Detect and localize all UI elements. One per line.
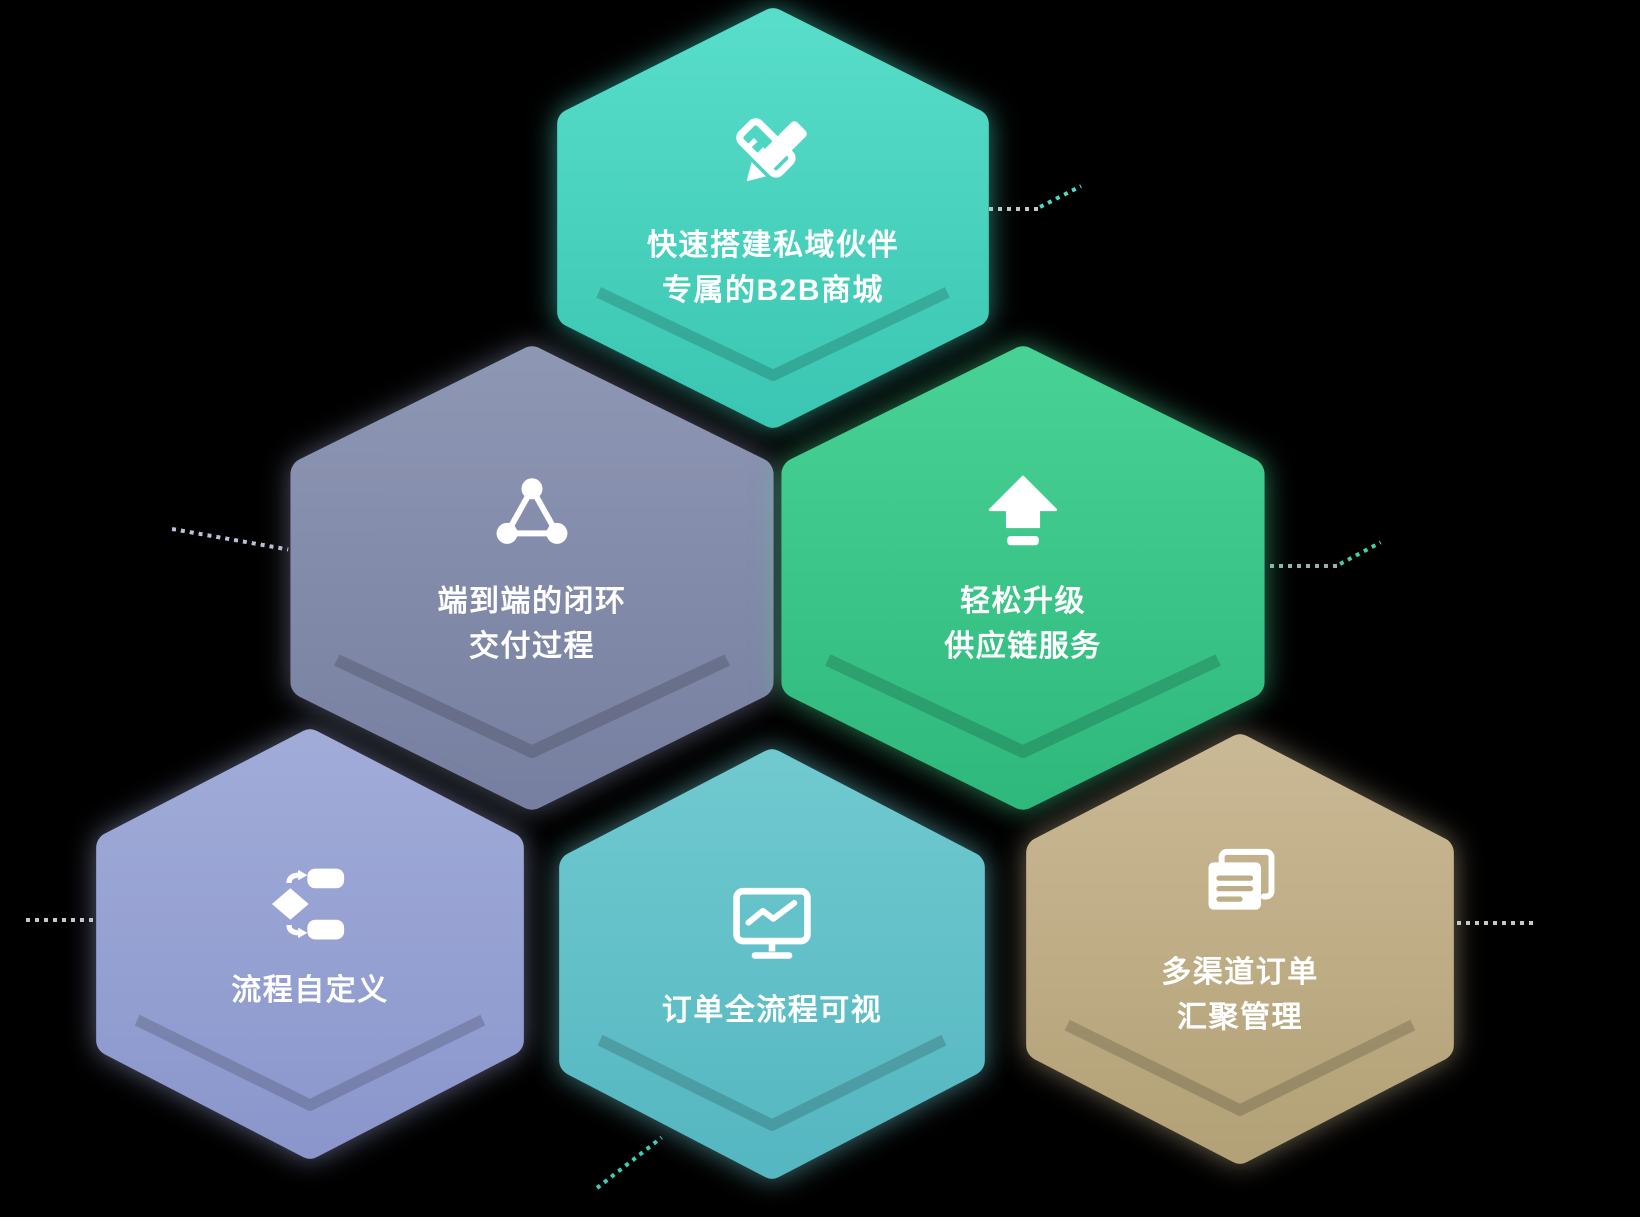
hexagon-supply-chain-upgrade: 轻松升级 供应链服务 (779, 344, 1267, 812)
hexagon-shape (559, 749, 985, 1179)
label-line: 快速搭建私域伙伴 (647, 229, 899, 262)
label-line: 汇聚管理 (1177, 1001, 1303, 1034)
share-network-icon (496, 478, 568, 544)
monitor-chart-icon (733, 887, 811, 959)
label-line: 交付过程 (469, 630, 595, 663)
hexagon-shape (1026, 734, 1454, 1164)
connector-top-right-line (962, 207, 1042, 211)
hexagon-process-customization: 流程自定义 (94, 727, 526, 1161)
hexagon-label: 端到端的闭环 交付过程 (438, 579, 627, 669)
label-line: 多渠道订单 (1161, 956, 1319, 989)
label-line: 流程自定义 (231, 973, 389, 1007)
hexagon-multi-channel-orders: 多渠道订单 汇聚管理 (1024, 732, 1456, 1166)
hexagon-label: 订单全流程可视 (662, 988, 883, 1033)
hexagon-b2b-mall: 快速搭建私域伙伴 专属的B2B商城 (555, 6, 991, 430)
hexagon-end-to-end-delivery: 端到端的闭环 交付过程 (288, 344, 776, 812)
label-line: 端到端的闭环 (437, 585, 627, 618)
hexagon-shape (96, 729, 524, 1159)
upgrade-arrow-icon (988, 475, 1058, 546)
flowchart-icon (271, 868, 345, 939)
label-line: 专属的B2B商城 (661, 274, 884, 307)
hexagon-shape (290, 346, 774, 810)
label-line: 轻松升级 (960, 585, 1086, 618)
label-line: 供应链服务 (944, 630, 1102, 663)
hexagon-label: 快速搭建私域伙伴 专属的B2B商城 (647, 223, 899, 313)
hexagon-order-visibility: 订单全流程可视 (557, 747, 987, 1181)
hexagon-shape (781, 346, 1265, 810)
hexagon-shape (557, 8, 989, 428)
connector-top-right-diagonal (1039, 184, 1082, 209)
connector-mid-right-line (1270, 564, 1342, 568)
pen-ruler-icon (736, 118, 807, 182)
connector-bottom-right-line (1457, 921, 1533, 925)
connector-bottom-left-line (26, 918, 96, 922)
label-line: 订单全流程可视 (661, 993, 883, 1027)
connector-mid-right-diagonal (1339, 540, 1382, 566)
stacked-documents-icon (1208, 848, 1275, 910)
hexagon-label: 轻松升级 供应链服务 (944, 579, 1102, 669)
connector-mid-left-line (171, 527, 289, 552)
hexagon-label: 流程自定义 (231, 968, 389, 1013)
hexagon-label: 多渠道订单 汇聚管理 (1161, 950, 1319, 1040)
